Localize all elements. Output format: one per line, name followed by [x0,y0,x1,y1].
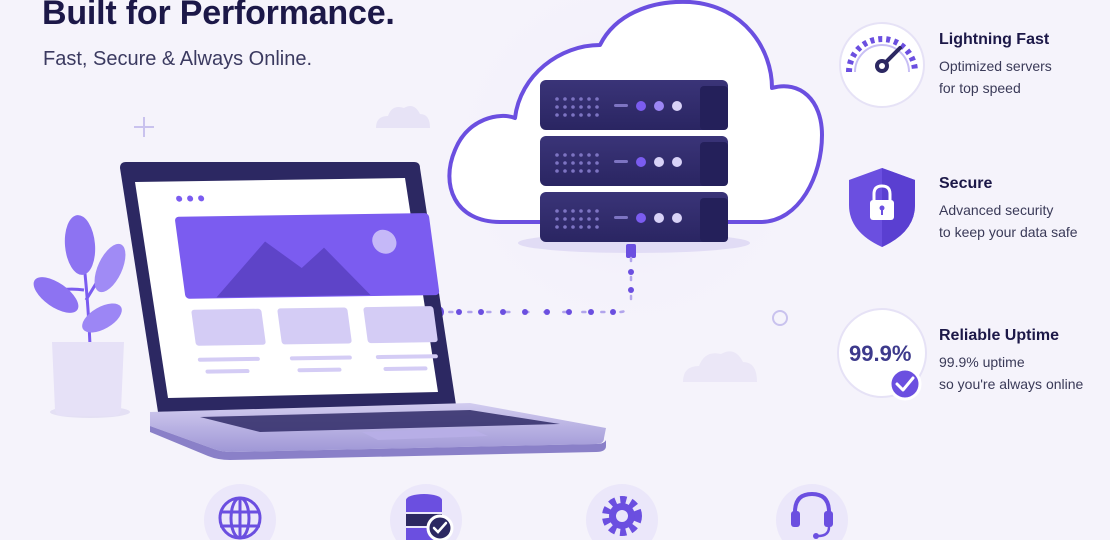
feature-title: Lightning Fast [939,31,1050,48]
plant-pot [52,342,124,416]
feature-lightning-fast: Lightning Fast Optimized servers for top… [939,31,1052,99]
server-unit-1 [540,80,728,130]
faint-cloud [683,351,757,382]
gear-icon [602,496,642,536]
uptime-badge: 99.9% [849,341,912,366]
server-unit-2 [540,136,728,186]
speedometer-icon [846,36,918,73]
decor-dot-ring [772,310,788,326]
server-vents-2 [555,153,599,173]
shield-lock-icon [849,168,915,247]
feature-description-line: Optimized servers [939,58,1052,74]
faint-cloud [376,106,430,128]
headset-icon [791,491,833,539]
feature-title: Reliable Uptime [939,327,1060,344]
feature-description-line: to keep your data safe [939,224,1078,240]
server-vents-3 [555,209,599,229]
feature-description-line: so you're always online [939,376,1084,392]
check-circle-icon [888,367,922,401]
sparkle-icon [134,117,154,137]
feature-secure: Secure Advanced security to keep your da… [939,175,1078,243]
laptop-illustration [120,162,606,460]
page-subtitle: Fast, Secure & Always Online. [43,48,313,70]
server-unit-3 [540,192,728,242]
plant-illustration [33,215,130,418]
feature-title: Secure [939,175,993,192]
database-check-icon [406,494,454,540]
feature-description-line: 99.9% uptime [939,354,1025,370]
feature-reliable-uptime: Reliable Uptime 99.9% uptime so you're a… [939,327,1083,395]
connection-cable [432,244,636,318]
feature-description-line: Advanced security [939,202,1054,218]
feature-description-line: for top speed [939,80,1021,96]
server-status-lights [614,101,682,223]
server-vents-1 [555,97,599,117]
globe-icon [218,496,262,540]
page-title: Built for Performance. [42,0,395,32]
